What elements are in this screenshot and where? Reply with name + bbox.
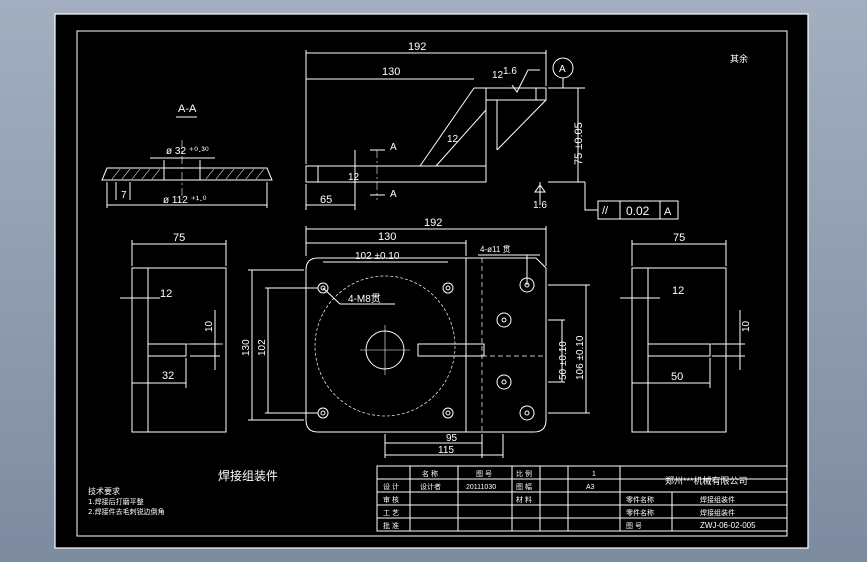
right-dim-75: 75 <box>673 232 685 244</box>
front-roughness-top: 1.6 <box>503 66 517 77</box>
tb-r1-c3: 比 例 <box>516 469 532 478</box>
tb-r3-c6: 焊接组装件 <box>700 495 735 504</box>
sheet-inner-frame <box>76 30 788 537</box>
section-inner-dia: ø 32 ⁺⁰·³⁰ <box>166 146 209 157</box>
right-dim-50: 50 <box>671 371 683 383</box>
tb-company: 郑州***机械有限公司 <box>665 475 748 486</box>
tb-r4-c0: 工 艺 <box>383 509 399 517</box>
right-view-outline <box>631 267 727 433</box>
tb-r1-c4: 1 <box>592 471 596 478</box>
tolerance-frame <box>597 200 679 220</box>
right-dim-10: 10 <box>741 320 752 332</box>
section-marker-bottom: A <box>390 189 397 200</box>
plan-dim-106: 106 ±0.10 <box>575 335 586 380</box>
left-dim-10: 10 <box>204 320 215 332</box>
plan-hole-callout-left: 4-M8贯 <box>348 293 381 305</box>
tb-r2-c0: 设 计 <box>383 482 399 491</box>
left-view-outline <box>131 267 227 433</box>
plan-dim-130: 130 <box>378 231 396 243</box>
left-dim-32: 32 <box>162 370 174 382</box>
section-height: 7 <box>121 190 127 201</box>
section-title: A-A <box>178 103 197 115</box>
left-dim-12: 12 <box>160 288 172 300</box>
front-view <box>305 50 679 220</box>
tolerance-datum: A <box>664 206 672 218</box>
section-view <box>101 116 273 208</box>
datum-a-label: A <box>559 64 566 75</box>
sheet-outer-frame <box>54 13 809 549</box>
front-dim-12-slant: 12 <box>447 134 459 145</box>
plan-hole-callout-right: 4-ø11 贯 <box>480 245 511 254</box>
tb-r4-c5: 零件名称 <box>626 508 654 517</box>
tb-r2-c1: 设计者 <box>420 482 441 491</box>
pcd-circle <box>314 275 456 417</box>
tb-r2-c3: 图 幅 <box>516 482 532 491</box>
front-dim-75: 75 ±0.05 <box>573 122 585 165</box>
left-view-slot <box>147 343 187 357</box>
front-dim-12-left: 12 <box>348 172 360 183</box>
top-right-label: 其余 <box>730 53 748 64</box>
tolerance-symbol: // <box>602 205 609 217</box>
right-dim-12: 12 <box>672 285 684 297</box>
tb-r1-c2: 图 号 <box>476 470 492 478</box>
left-dim-75: 75 <box>173 232 185 244</box>
section-marker-top: A <box>390 142 397 153</box>
front-dim-130: 130 <box>382 66 400 78</box>
tolerance-value: 0.02 <box>626 204 650 218</box>
notes-line2: 2.焊接件去毛刺锐边倒角 <box>88 507 165 516</box>
tb-r3-c5: 零件名称 <box>626 495 654 504</box>
plan-dim-192: 192 <box>424 217 442 229</box>
section-flange <box>101 167 273 181</box>
front-top-plate <box>485 87 547 101</box>
tb-r5-c0: 批 准 <box>383 521 399 530</box>
plan-dim-102: 102 ±0.10 <box>355 251 400 262</box>
tb-r3-c0: 审 核 <box>383 495 399 504</box>
plan-dim-102-left: 102 <box>257 339 268 356</box>
tb-r5-c5: 图 号 <box>626 522 642 530</box>
plan-dim-130-left: 130 <box>241 339 252 356</box>
tb-r4-c6: 焊接组装件 <box>700 508 735 517</box>
notes-heading: 技术要求 <box>88 486 120 496</box>
front-roughness-bottom: 1.6 <box>533 200 547 211</box>
front-dim-192: 192 <box>408 41 426 53</box>
plan-dim-115: 115 <box>438 445 454 456</box>
plan-dim-95: 95 <box>446 433 458 444</box>
plan-view <box>248 226 590 458</box>
front-dim-12-top: 12 <box>492 70 504 81</box>
tb-drawing-no: ZWJ-06-02-005 <box>700 521 756 530</box>
right-view <box>620 240 745 433</box>
m8-holes <box>317 282 454 419</box>
front-dim-65: 65 <box>320 194 332 206</box>
drawing-title: 焊接组装件 <box>218 468 278 483</box>
tb-r2-c2: 20111030 <box>466 484 496 491</box>
tb-r3-c3: 材 料 <box>516 495 532 504</box>
plan-dim-50: 50 ±0.10 <box>558 341 569 380</box>
notes-line1: 1.焊接后打磨平整 <box>88 497 144 506</box>
section-outer-dia: ø 112 ⁺¹·⁰ <box>163 195 207 206</box>
slot <box>417 343 485 357</box>
tb-r2-c4: A3 <box>586 484 595 491</box>
right-view-slot <box>647 343 711 357</box>
plan-outline <box>305 257 547 433</box>
tb-r1-c1: 名 称 <box>422 469 438 478</box>
title-block <box>376 465 788 532</box>
left-view <box>120 240 227 433</box>
